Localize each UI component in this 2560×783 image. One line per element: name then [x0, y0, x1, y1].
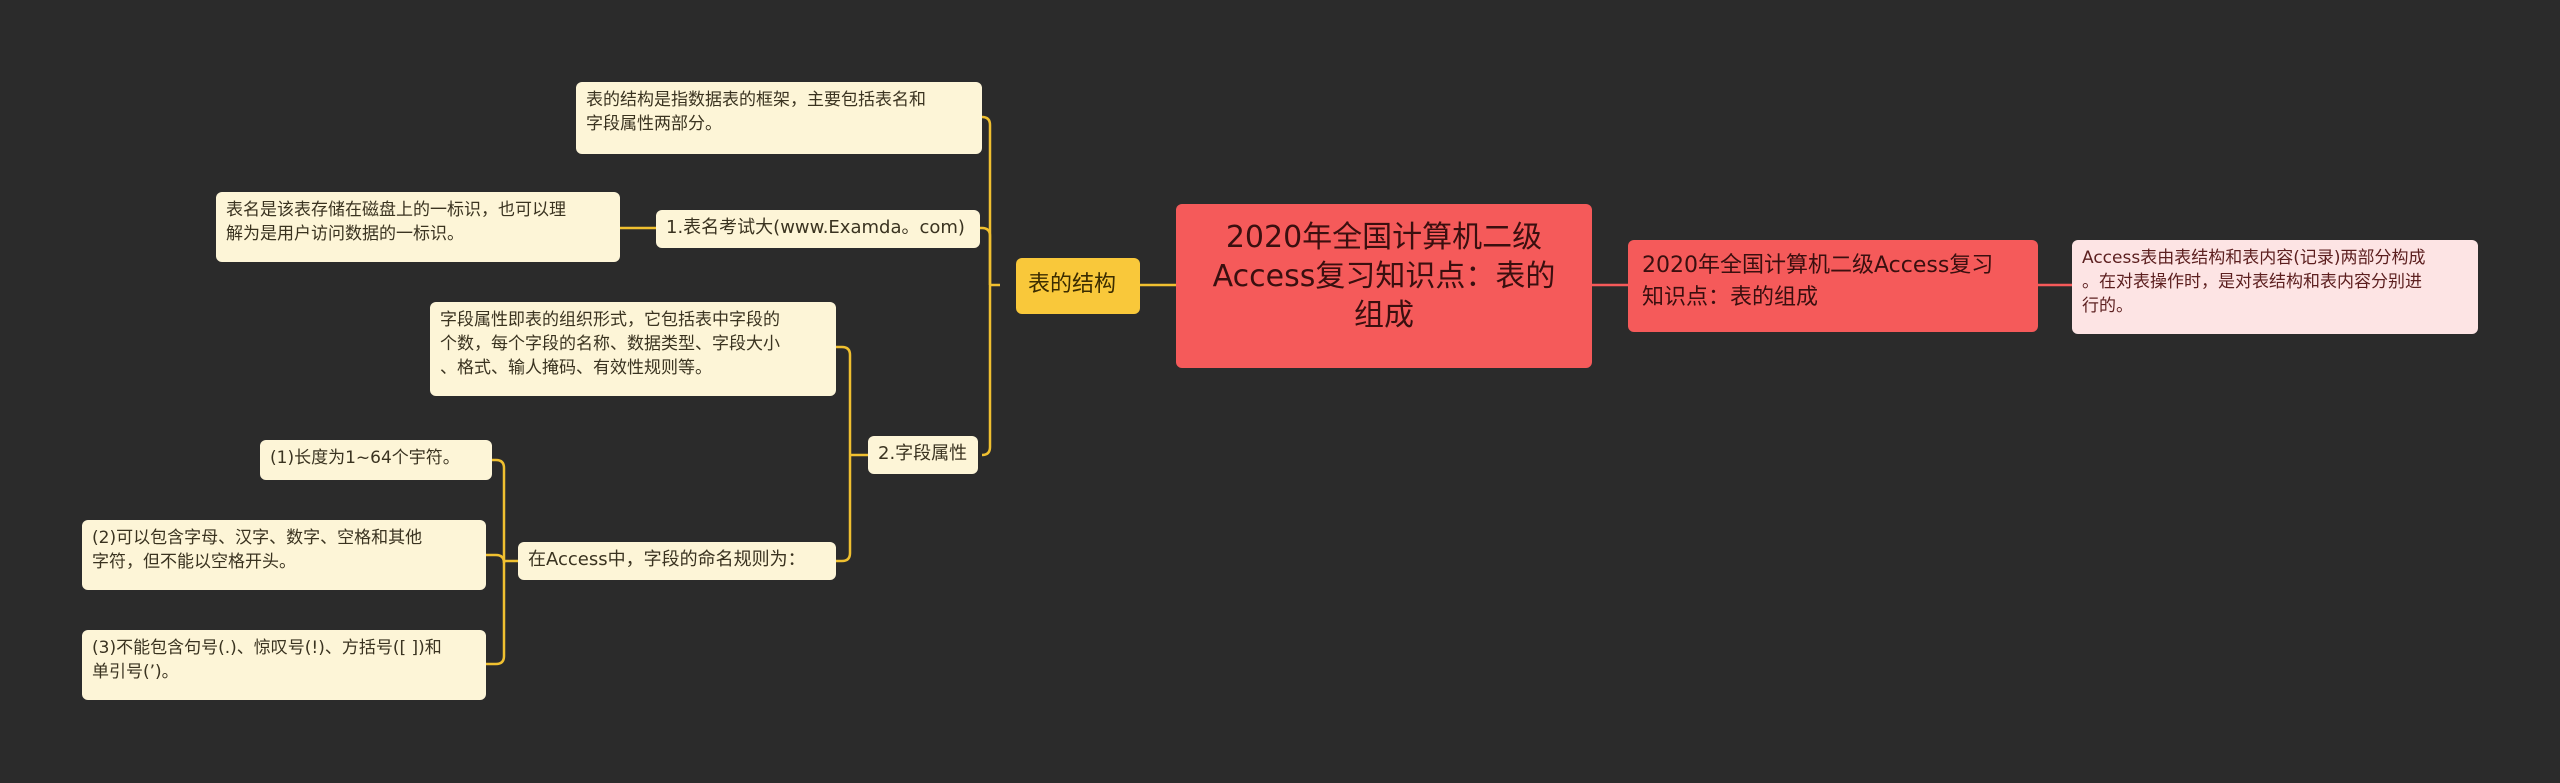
leaf-naming-rule-3[interactable]: (3)不能包含句号(.)、惊叹号(!)、方括号([ ])和 单引号(’)。 [82, 630, 486, 700]
connector-branch-to-definition [981, 115, 992, 285]
node-table-name[interactable]: 1.表名考试大(www.Examda。com) [656, 210, 980, 248]
leaf-naming-rule-2[interactable]: (2)可以包含字母、汉字、数字、空格和其他 字符，但不能以空格开头。 [82, 520, 486, 590]
node-field-properties[interactable]: 2.字段属性 [868, 436, 978, 474]
connector-fieldprops-to-naming [836, 455, 852, 563]
central-topic[interactable]: 2020年全国计算机二级 Access复习知识点：表的 组成 [1176, 204, 1592, 368]
subtopic-right[interactable]: 2020年全国计算机二级Access复习 知识点：表的组成 [1628, 240, 2038, 332]
leaf-field-properties-detail[interactable]: 字段属性即表的组织形式，它包括表中字段的 个数，每个字段的名称、数据类型、字段大… [430, 302, 836, 396]
connector-naming-to-rule1 [492, 458, 506, 561]
connector-naming-to-rule3 [486, 561, 506, 666]
connector-fieldprops-to-detail [836, 345, 852, 455]
connector-branch-to-fieldprops [981, 285, 992, 457]
leaf-naming-rule-1[interactable]: (1)长度为1~64个宇符。 [260, 440, 492, 480]
leaf-table-name-detail[interactable]: 表名是该表存储在磁盘上的一标识，也可以理 解为是用户访问数据的一标识。 [216, 192, 620, 262]
leaf-structure-definition[interactable]: 表的结构是指数据表的框架，主要包括表名和 字段属性两部分。 [576, 82, 982, 154]
note-right[interactable]: Access表由表结构和表内容(记录)两部分构成 。在对表操作时，是对表结构和表… [2072, 240, 2478, 334]
connector-branch-to-tablename [980, 226, 992, 285]
node-naming-rules[interactable]: 在Access中，字段的命名规则为： [518, 542, 836, 580]
branch-table-structure[interactable]: 表的结构 [1016, 258, 1140, 314]
connector-naming-to-rule2 [486, 553, 506, 564]
